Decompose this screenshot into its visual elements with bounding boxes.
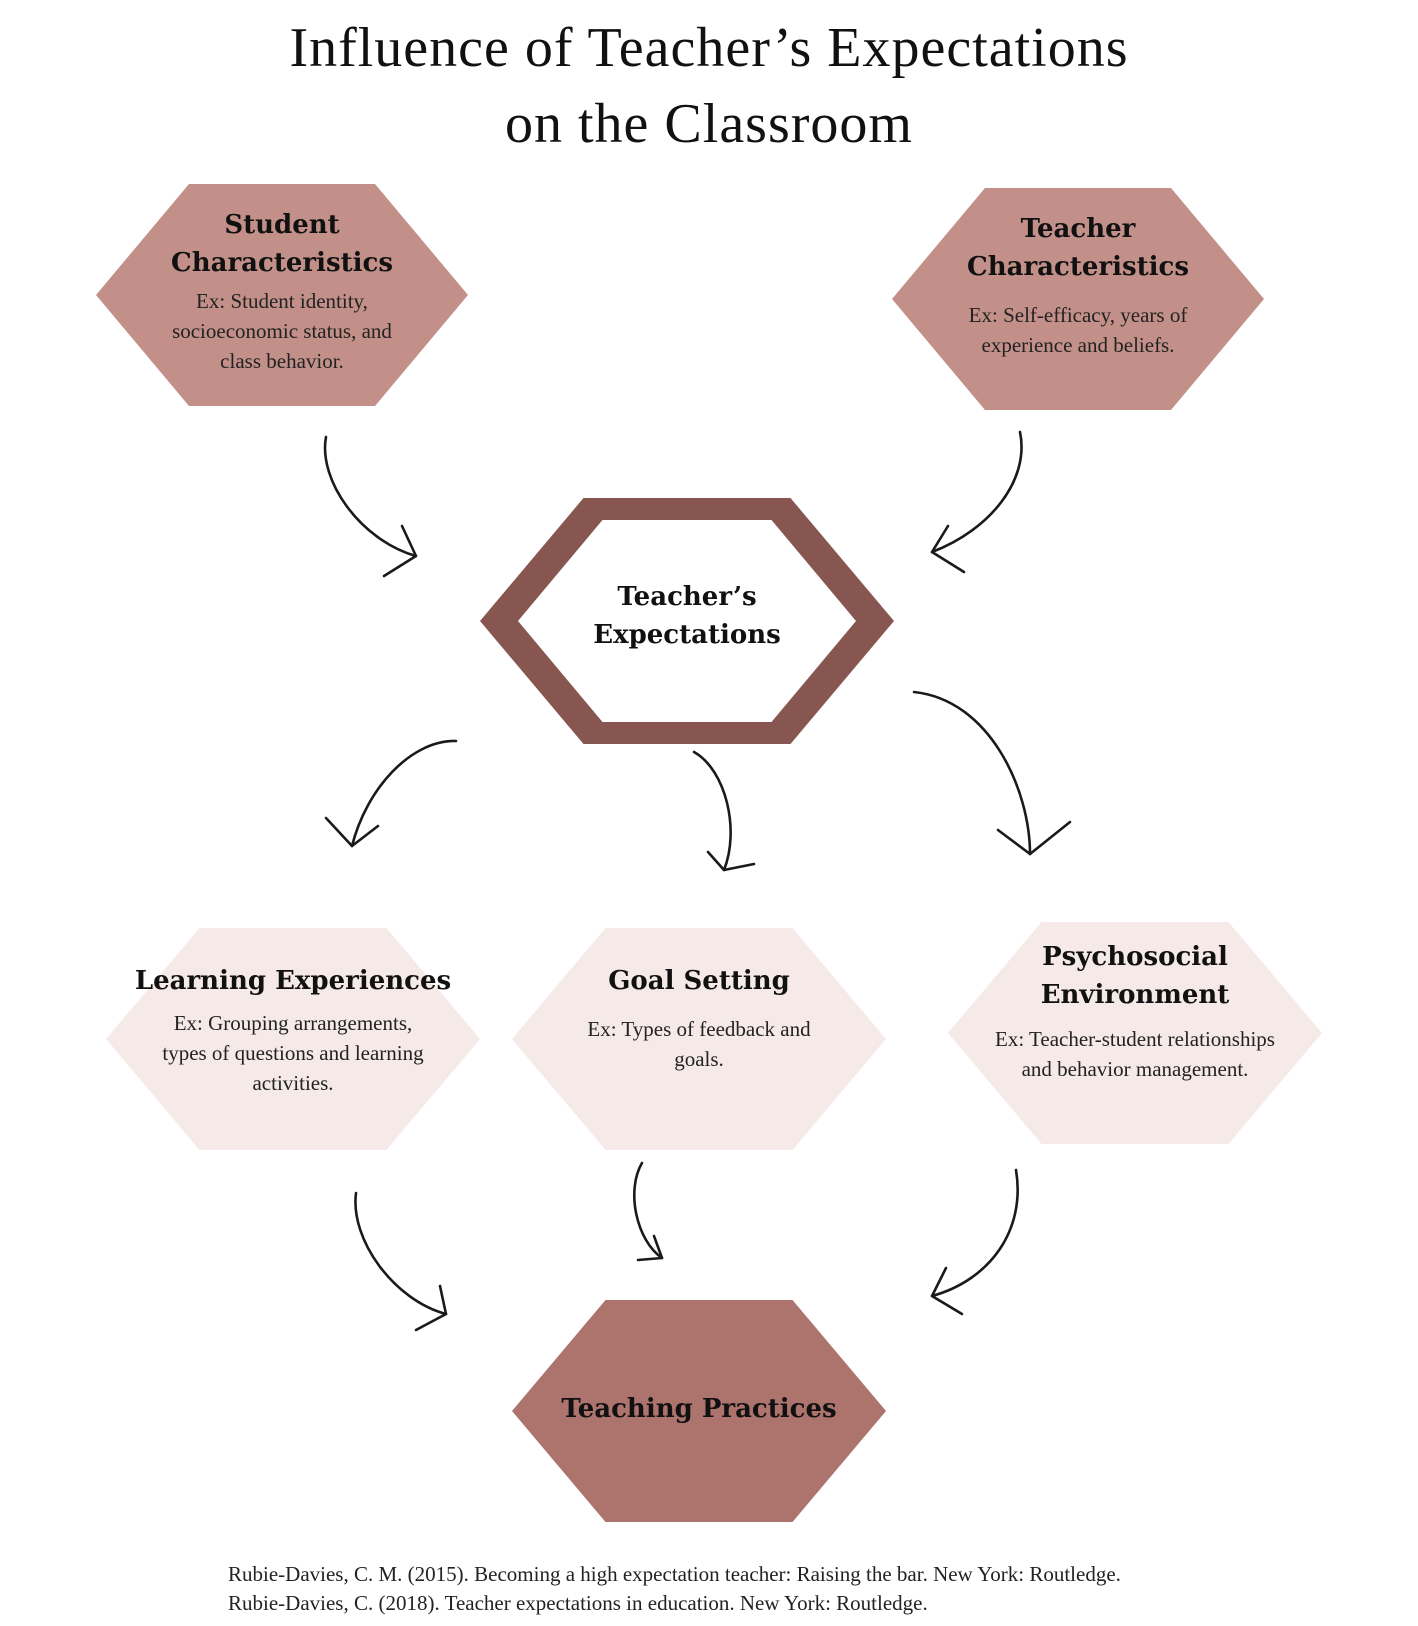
teaching-practices-title: Teaching Practices bbox=[561, 1394, 837, 1424]
teacher-characteristics-description: Ex: Self-efficacy, years of experience a… bbox=[968, 303, 1188, 357]
learning-experiences-description: Ex: Grouping arrangements, types of ques… bbox=[162, 1011, 424, 1095]
goal-setting-title: Goal Setting bbox=[608, 966, 790, 996]
student-characteristics-title: Student Characteristics bbox=[171, 210, 393, 278]
references: Rubie-Davies, C. M. (2015). Becoming a h… bbox=[228, 1560, 1121, 1618]
arrow-expectations-to-goal bbox=[692, 750, 756, 872]
teacher-characteristics-title: Teacher Characteristics bbox=[967, 214, 1189, 282]
arrow-goal-to-practices bbox=[633, 1161, 664, 1262]
teacher-characteristics-text: Teacher Characteristics Ex: Self-efficac… bbox=[912, 210, 1244, 360]
teacher-characteristics-hexagon bbox=[892, 188, 1264, 410]
learning-experiences-text: Learning Experiences Ex: Grouping arrang… bbox=[126, 962, 460, 1098]
reference-1: Rubie-Davies, C. M. (2015). Becoming a h… bbox=[228, 1562, 1121, 1586]
title-line-1: Influence of Teacher’s Expectations bbox=[289, 17, 1129, 79]
student-characteristics-description: Ex: Student identity, socioeconomic stat… bbox=[172, 289, 392, 373]
student-characteristics-hexagon bbox=[96, 184, 468, 406]
psychosocial-environment-title: Psychosocial Environment bbox=[1040, 942, 1230, 1010]
student-characteristics-text: Student Characteristics Ex: Student iden… bbox=[116, 206, 448, 376]
psychosocial-environment-text: Psychosocial Environment Ex: Teacher-stu… bbox=[958, 938, 1312, 1084]
teachers-expectations-text: Teacher’s Expectations bbox=[560, 578, 814, 654]
arrow-expectations-to-learning bbox=[324, 739, 458, 848]
teaching-practices-text: Teaching Practices bbox=[532, 1390, 866, 1428]
arrow-teacher-to-expectations bbox=[930, 430, 1023, 574]
arrow-psychosocial-to-practices bbox=[930, 1168, 1019, 1316]
arrow-expectations-to-psychosocial bbox=[912, 690, 1072, 856]
arrow-student-to-expectations bbox=[323, 435, 418, 578]
title-line-2: on the Classroom bbox=[505, 93, 913, 155]
learning-experiences-title: Learning Experiences bbox=[134, 966, 452, 996]
goal-setting-description: Ex: Types of feedback and goals. bbox=[587, 1017, 811, 1071]
arrow-learning-to-practices bbox=[354, 1191, 448, 1332]
psychosocial-environment-description: Ex: Teacher-student relationships and be… bbox=[995, 1027, 1275, 1081]
reference-2: Rubie-Davies, C. (2018). Teacher expecta… bbox=[228, 1591, 928, 1615]
teachers-expectations-title: Teacher’s Expectations bbox=[593, 582, 781, 650]
diagram-title: Influence of Teacher’s Expectations on t… bbox=[0, 10, 1418, 162]
goal-setting-text: Goal Setting Ex: Types of feedback and g… bbox=[542, 962, 856, 1074]
